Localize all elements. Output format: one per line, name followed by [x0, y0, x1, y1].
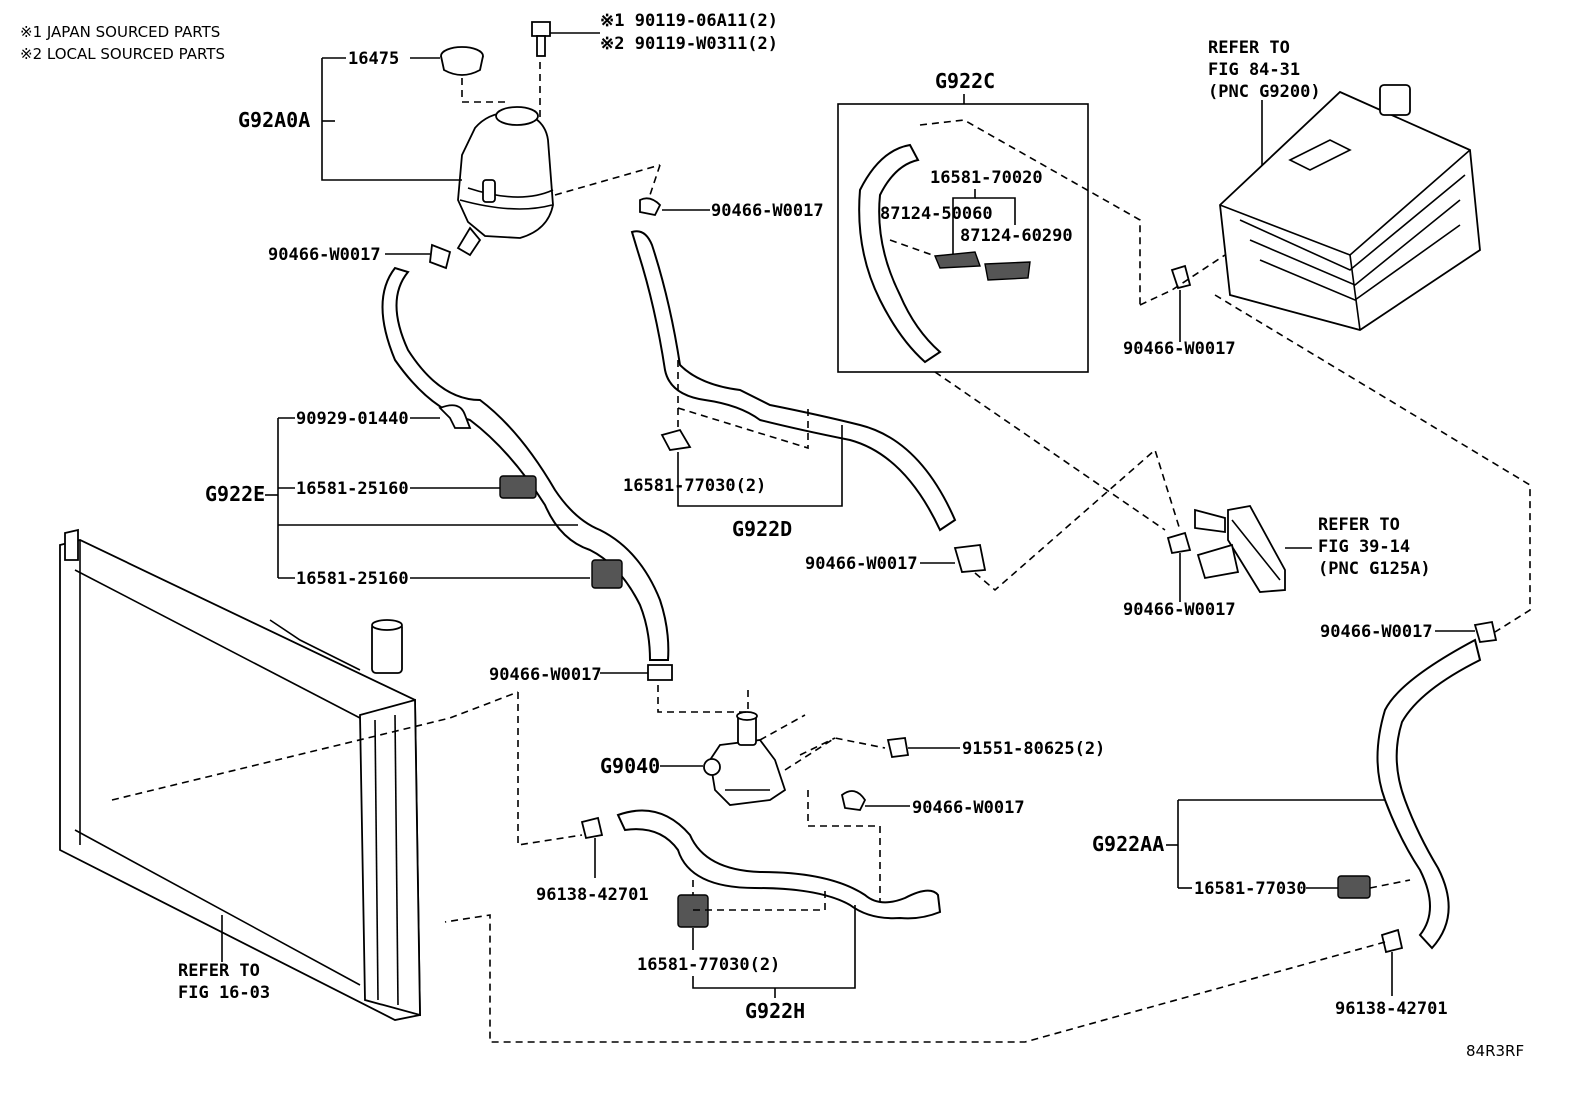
hose-h-left-clamp-icon [580, 816, 604, 840]
hose-d-clamp-icon [660, 428, 692, 451]
cooler-ref-line3: (PNC G125A) [1318, 559, 1431, 579]
group-g922aa: G922AA [1092, 832, 1164, 856]
inverter-ref-line2: FIG 84-31 [1208, 60, 1300, 80]
cooler-ref-line1: REFER TO [1318, 515, 1400, 535]
inverter-clamp-label: 90466-W0017 [1123, 339, 1236, 359]
clip-e-icon [438, 404, 472, 429]
hose-aa-top-clamp-label: 90466-W0017 [1320, 622, 1433, 642]
tank-clamp-label: 90466-W0017 [268, 245, 381, 265]
cooler-ref-line2: FIG 39-14 [1318, 537, 1410, 557]
cooler-clamp-label: 90466-W0017 [1123, 600, 1236, 620]
tank-clamp-icon [429, 243, 452, 270]
inverter-ref-line1: REFER TO [1208, 38, 1290, 58]
hose-d-clamp-label: 16581-77030(2) [623, 476, 766, 496]
pump-out-clamp-label: 90466-W0017 [912, 798, 1025, 818]
clip-e-label: 90929-01440 [296, 409, 409, 429]
hose-aa-bottom-clamp-label: 96138-42701 [1335, 999, 1448, 1019]
radiator [59, 528, 519, 1021]
oil-cooler [1194, 504, 1286, 593]
cooler-clamp-icon [1166, 531, 1192, 555]
hose-d-end-clamp-icon [953, 544, 987, 573]
note-local-sourced: ※2 LOCAL SOURCED PARTS [20, 45, 225, 63]
hose-d-end-clamp-label: 90466-W0017 [805, 554, 918, 574]
hose-aa-bottom-clamp-icon [1380, 928, 1404, 954]
reservoir-tank [440, 21, 554, 257]
hose-d-top-clamp-label: 90466-W0017 [711, 201, 824, 221]
hose-aa [1376, 638, 1482, 950]
pump-bolt-icon [886, 737, 910, 758]
clamp-e1-icon [499, 475, 537, 499]
hose-c-clip2-label: 87124-60290 [960, 226, 1073, 246]
hose-e [381, 266, 670, 661]
bolt-label-1: ※1 90119-06A11(2) [600, 11, 778, 31]
hose-h [616, 809, 942, 920]
cap-label: 16475 [348, 49, 399, 69]
hose-h-clamp-icon [677, 894, 709, 928]
inverter-assembly [1219, 84, 1481, 331]
hose-d [630, 230, 957, 532]
hose-e-bottom-clamp-icon [647, 664, 673, 681]
pump-bolt-label: 91551-80625(2) [962, 739, 1105, 759]
hose-h-clamp-label: 16581-77030(2) [637, 955, 780, 975]
note-japan-sourced: ※1 JAPAN SOURCED PARTS [20, 23, 220, 41]
pump-out-clamp-icon [840, 790, 867, 811]
group-g922d: G922D [732, 517, 792, 541]
water-pump [703, 711, 787, 806]
hose-e-bottom-clamp-label: 90466-W0017 [489, 665, 602, 685]
hose-h-left-clamp-label: 96138-42701 [536, 885, 649, 905]
clamp-e2-icon [591, 559, 623, 589]
diagram-code: 84R3RF [1466, 1042, 1524, 1060]
hose-c [858, 143, 942, 364]
group-g922e: G922E [205, 482, 265, 506]
clamp-e2-label: 16581-25160 [296, 569, 409, 589]
g922c-box [837, 103, 1089, 373]
radiator-ref-line2: FIG 16-03 [178, 983, 270, 1003]
hose-d-top-clamp-icon [639, 197, 662, 217]
hose-aa-clamp-label: 16581-77030 [1194, 879, 1307, 899]
hose-c-clip1-label: 87124-50060 [880, 204, 993, 224]
inverter-clamp-icon [1170, 264, 1192, 290]
hose-c-clip1-icon [933, 251, 981, 269]
hose-aa-clamp-icon [1337, 875, 1371, 899]
hose-c-clip2-icon [984, 261, 1031, 281]
radiator-ref-line1: REFER TO [178, 961, 260, 981]
bolt-label-2: ※2 90119-W0311(2) [600, 34, 778, 54]
hose-c-clamp-label: 16581-70020 [930, 168, 1043, 188]
group-g92a0a: G92A0A [238, 108, 310, 132]
inverter-ref-line3: (PNC G9200) [1208, 82, 1321, 102]
group-g922c: G922C [935, 69, 995, 93]
group-g9040: G9040 [600, 754, 660, 778]
hose-aa-top-clamp-icon [1473, 620, 1498, 643]
group-g922h: G922H [745, 999, 805, 1023]
clamp-e1-label: 16581-25160 [296, 479, 409, 499]
